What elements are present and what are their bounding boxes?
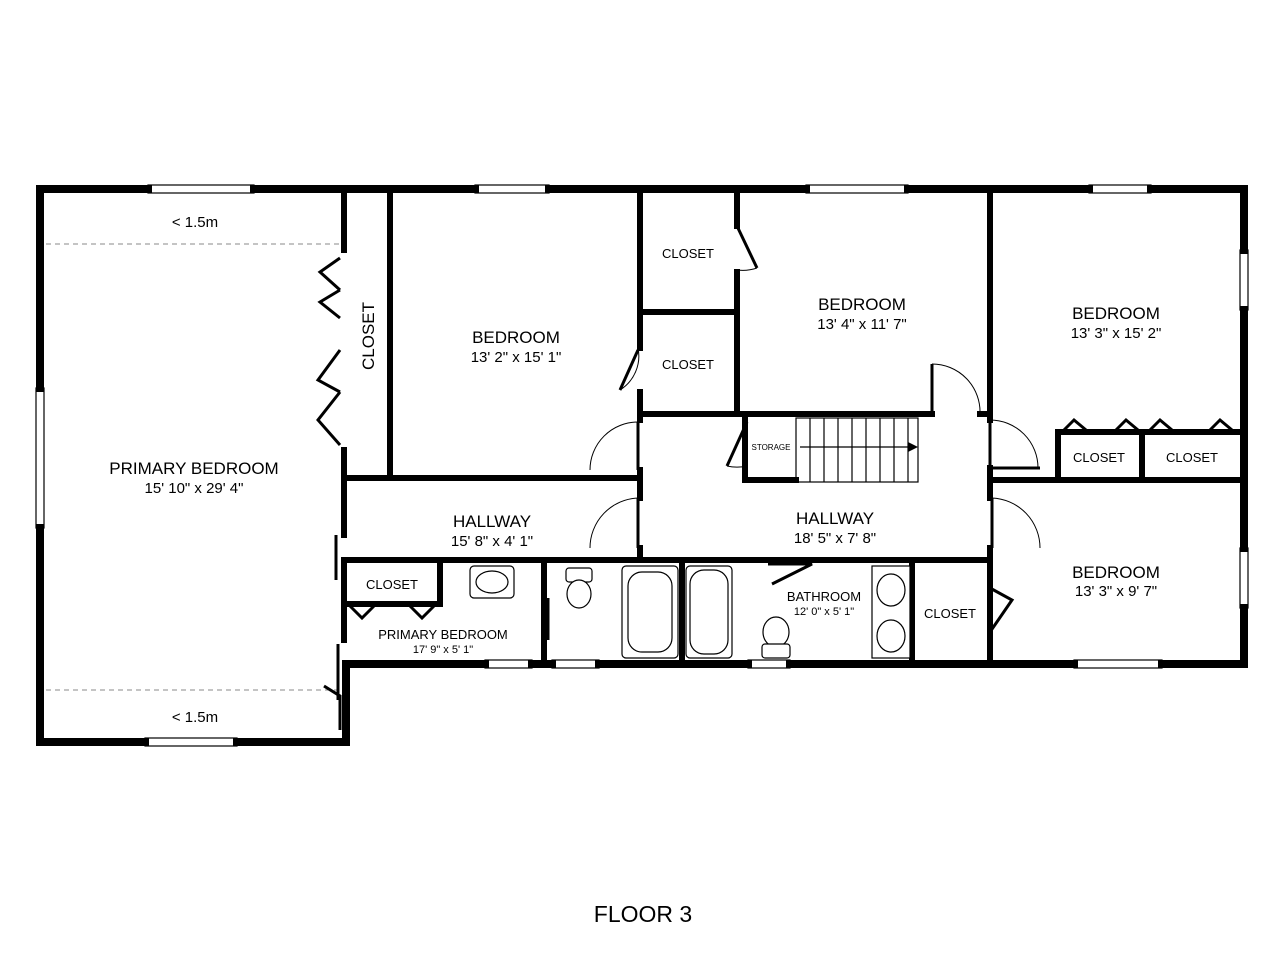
window <box>805 184 909 194</box>
toilet <box>762 616 790 648</box>
room-dims-hallway-center: 18' 5" x 7' 8" <box>794 530 876 547</box>
stairs <box>795 417 919 483</box>
room-name-bedroom-2: BEDROOM <box>818 295 906 314</box>
interior-walls <box>341 190 1247 667</box>
room-dims-bathroom: 12' 0" x 5' 1" <box>794 606 854 618</box>
room-dims-hallway-left: 15' 8" x 4' 1" <box>451 533 533 550</box>
room-name-closet-right-a: CLOSET <box>1073 450 1125 465</box>
room-name-closet-lower-left: CLOSET <box>366 577 418 592</box>
room-name-storage: STORAGE <box>752 443 791 452</box>
room-dims-bedroom-3: 13' 3" x 15' 2" <box>1071 325 1162 342</box>
room-dims-bedroom-1: 13' 2" x 15' 1" <box>471 349 562 366</box>
room-name-bedroom-4: BEDROOM <box>1072 563 1160 582</box>
room-name-closet-lower-right: CLOSET <box>924 606 976 621</box>
fixtures <box>469 565 911 659</box>
window <box>747 659 791 669</box>
room-name-bedroom-3: BEDROOM <box>1072 304 1160 323</box>
room-name-closet-upper: CLOSET <box>662 246 714 261</box>
room-name-closet-right-b: CLOSET <box>1166 450 1218 465</box>
window <box>1239 547 1249 609</box>
room-labels: < 1.5m < 1.5m PRIMARY BEDROOM 15' 10" x … <box>109 214 1218 726</box>
window <box>551 659 600 669</box>
note-ceiling-bottom: < 1.5m <box>172 709 218 726</box>
room-dims-bedroom-2: 13' 4" x 11' 7" <box>817 316 907 333</box>
note-ceiling-top: < 1.5m <box>172 214 218 231</box>
room-name-primary-bedroom-small: PRIMARY BEDROOM <box>378 627 508 642</box>
window <box>484 659 533 669</box>
floor-label: FLOOR 3 <box>594 901 692 927</box>
room-name-hallway-center: HALLWAY <box>796 509 874 528</box>
room-name-closet-vertical: CLOSET <box>359 302 378 370</box>
room-name-primary-bedroom: PRIMARY BEDROOM <box>109 459 278 478</box>
window <box>144 737 238 747</box>
room-name-closet-middle: CLOSET <box>662 357 714 372</box>
room-name-bathroom: BATHROOM <box>787 589 861 604</box>
window <box>35 387 45 529</box>
room-dims-primary-bedroom-small: 17' 9" x 5' 1" <box>413 644 473 656</box>
room-name-bedroom-1: BEDROOM <box>472 328 560 347</box>
window <box>474 184 550 194</box>
room-dims-bedroom-4: 13' 3" x 9' 7" <box>1075 583 1157 600</box>
low-ceiling-lines <box>46 243 340 691</box>
room-name-hallway-left: HALLWAY <box>453 512 531 531</box>
exterior-walls <box>36 185 1248 746</box>
doors <box>315 225 1233 730</box>
window <box>1239 249 1249 311</box>
room-dims-primary-bedroom: 15' 10" x 29' 4" <box>145 480 244 497</box>
window <box>147 184 255 194</box>
window <box>1073 659 1163 669</box>
stair-direction-arrow <box>908 442 918 452</box>
window <box>1088 184 1152 194</box>
